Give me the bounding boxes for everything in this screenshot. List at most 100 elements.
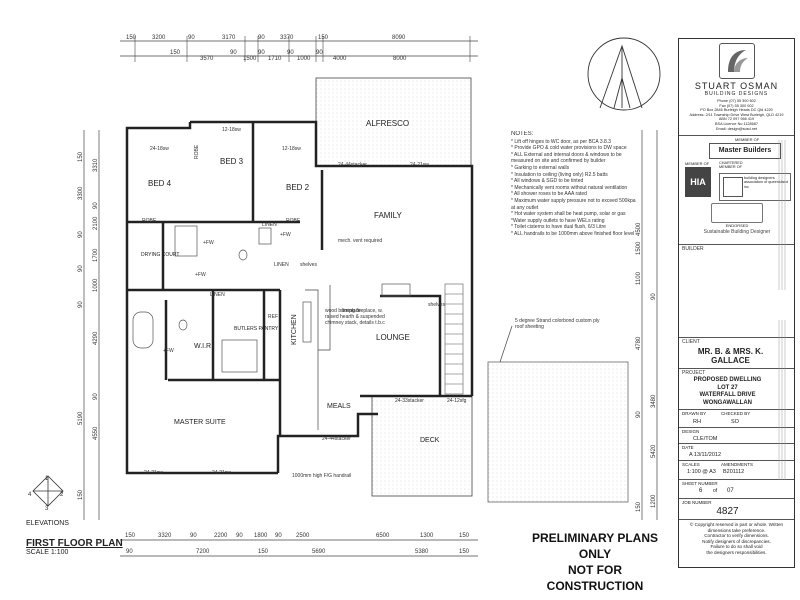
- dim-left-5: 90: [78, 231, 84, 238]
- notes-title: NOTES:: [511, 131, 534, 137]
- elev-1: 1: [45, 476, 49, 482]
- dim-top-1-5: 3370: [280, 35, 294, 41]
- dim-left-12: 90: [93, 393, 99, 400]
- contact-line: Email: design@sosd.net: [715, 126, 757, 131]
- room-master-suite: MASTER SUITE: [174, 419, 226, 426]
- dim-left-13: 4550: [93, 426, 99, 440]
- dim-right-6: 90: [636, 411, 642, 418]
- prelim-line-2: NOT FOR CONSTRUCTION: [546, 563, 644, 593]
- elevations-label: ELEVATIONS: [26, 520, 69, 527]
- plan-scale: SCALE 1:100: [26, 549, 69, 556]
- contact-line: ABN 72 097 966 419: [718, 117, 755, 122]
- note-item: * All shower roses to be AAA rated: [511, 191, 587, 198]
- sheet-label: SHEET NUMBER: [682, 481, 718, 486]
- dim-left-10: 4290: [93, 331, 99, 345]
- note-window-2421c: 24-21sw: [212, 470, 231, 476]
- project-line: WONGAWALLAN: [703, 399, 752, 406]
- note-window-1218b: 12-18sw: [282, 146, 301, 152]
- dim-left-3: 90: [93, 202, 99, 209]
- note-item: measured on site and confirmed by builde…: [511, 158, 606, 165]
- dim-top-2-1: 3570: [200, 56, 214, 62]
- dim-top-2-2: 90: [230, 50, 237, 56]
- room-butlers-pantry: BUTLERS PANTRY: [234, 326, 279, 332]
- roof-note: 5 degree Strand colorbond custom ply roo…: [515, 318, 600, 330]
- dim-top-2-3: 1500: [243, 56, 257, 62]
- dim-left-9: 90: [78, 301, 84, 308]
- plan-title-block: ELEVATIONS FIRST FLOOR PLAN SCALE 1:100: [26, 520, 123, 556]
- elevation-marker: [32, 475, 64, 507]
- room-fw-1: +FW: [203, 240, 214, 246]
- dim-top-1-6: 150: [318, 35, 329, 41]
- note-fireplace: fireplace: [342, 308, 361, 314]
- copyright-line: Failure to do so shall void: [710, 544, 763, 550]
- project-line: WATERFALL DRIVE: [699, 392, 756, 398]
- room-fw-4: +FW: [163, 348, 174, 354]
- date-label: DATE: [682, 445, 694, 450]
- project-label: PROJECT: [682, 370, 706, 376]
- dim-top-2-10: 8000: [393, 56, 407, 62]
- room-bed2: BED 2: [286, 183, 310, 192]
- alfresco-area: [315, 77, 472, 167]
- copyright-line: © Copyright reserved in part or whole. W…: [689, 522, 784, 527]
- fixtures: [132, 225, 411, 373]
- dim-bottom-1-2: 90: [190, 533, 197, 539]
- endorsed-text: ENDORSED: [725, 223, 749, 228]
- company-logo-icon: [719, 43, 755, 79]
- dim-bottom-1-3: 2200: [214, 533, 228, 539]
- dim-top-1-0: 150: [126, 35, 137, 41]
- roof-area: [487, 361, 629, 503]
- deck-area: [371, 395, 473, 497]
- dim-bottom-1-1: 3320: [158, 533, 172, 539]
- dimensions-left: 150 3310 3300 90 2100 90 1700 90 1000 90…: [78, 130, 100, 520]
- note-item: * ALL External and internal doors & wind…: [511, 151, 622, 158]
- dim-top-1-2: 90: [188, 35, 195, 41]
- dim-bottom-1-10: 150: [459, 533, 470, 539]
- dim-left-2: 3300: [78, 186, 84, 200]
- room-bed3: BED 3: [220, 157, 244, 166]
- room-robe-3: ROBE: [286, 218, 301, 224]
- job-value: 4827: [716, 506, 739, 517]
- note-item: * ALL handrails to be 1000mm above finis…: [511, 230, 635, 237]
- copyright-line: Contractor to verify dimensions.: [704, 533, 769, 539]
- title-block: STUART OSMAN BUILDING DESIGNS Phone (07)…: [678, 38, 795, 568]
- checked-by-label: CHECKED BY: [721, 411, 751, 416]
- chartered-label: CHARTERED MEMBER OF: [719, 161, 743, 170]
- room-fw-2: +FW: [280, 232, 291, 238]
- hia-member-label: MEMBER OF: [685, 161, 710, 166]
- checked-by-value: SO: [731, 419, 739, 425]
- room-linen-1: LINEN: [262, 222, 277, 228]
- dim-right-2: 1100: [636, 271, 642, 285]
- sheet-total: 07: [727, 488, 734, 494]
- hia-logo: HIA: [685, 167, 711, 197]
- dim-bottom-1-8: 6500: [376, 533, 390, 539]
- design-label: DESIGN: [682, 429, 700, 434]
- dim-top-1-4: 90: [258, 35, 265, 41]
- contact-line: Phone (07) 55 300 602: [717, 99, 756, 103]
- dim-top-2-7: 1000: [297, 56, 311, 62]
- dim-left-0: 150: [78, 151, 84, 162]
- room-bed4: BED 4: [148, 179, 172, 188]
- dimensions-top: 150 3200 90 3170 90 3370 150 8090 150 35…: [120, 35, 478, 62]
- dim-top-2-8: 90: [316, 50, 323, 56]
- dim-right-3: 90: [651, 293, 657, 300]
- dim-right-5: 3480: [651, 394, 657, 408]
- design-value: CLE/TOM: [693, 436, 718, 442]
- side-fine-print-graphic: [778, 140, 786, 480]
- amendments-value: B201112: [723, 469, 745, 475]
- contact-line: PO Box 2846 Burleigh Heads DC Qld 4220: [700, 108, 773, 113]
- copyright-line: Notify designers of discrepancies.: [702, 538, 771, 544]
- note-item: *Water supply outlets to have WELs ratin…: [511, 217, 605, 224]
- dim-left-6: 1700: [93, 248, 99, 262]
- north-arrow: [587, 37, 661, 111]
- hia-text: HIA: [690, 177, 706, 187]
- copyright-line: the designers responsibilities.: [706, 549, 767, 555]
- company-name: STUART OSMAN: [694, 81, 779, 91]
- dim-top-2-5: 1710: [268, 56, 282, 62]
- copyright-line: dimensions take preference.: [707, 527, 766, 533]
- dim-right-0: 4500: [636, 222, 642, 236]
- dim-bottom-2-2: 150: [258, 549, 269, 555]
- master-builders-text: Master Builders: [718, 147, 772, 154]
- dim-top-1-7: 8090: [392, 35, 406, 41]
- sheet-of: of: [713, 488, 718, 494]
- note-item: at any outlet: [511, 204, 539, 211]
